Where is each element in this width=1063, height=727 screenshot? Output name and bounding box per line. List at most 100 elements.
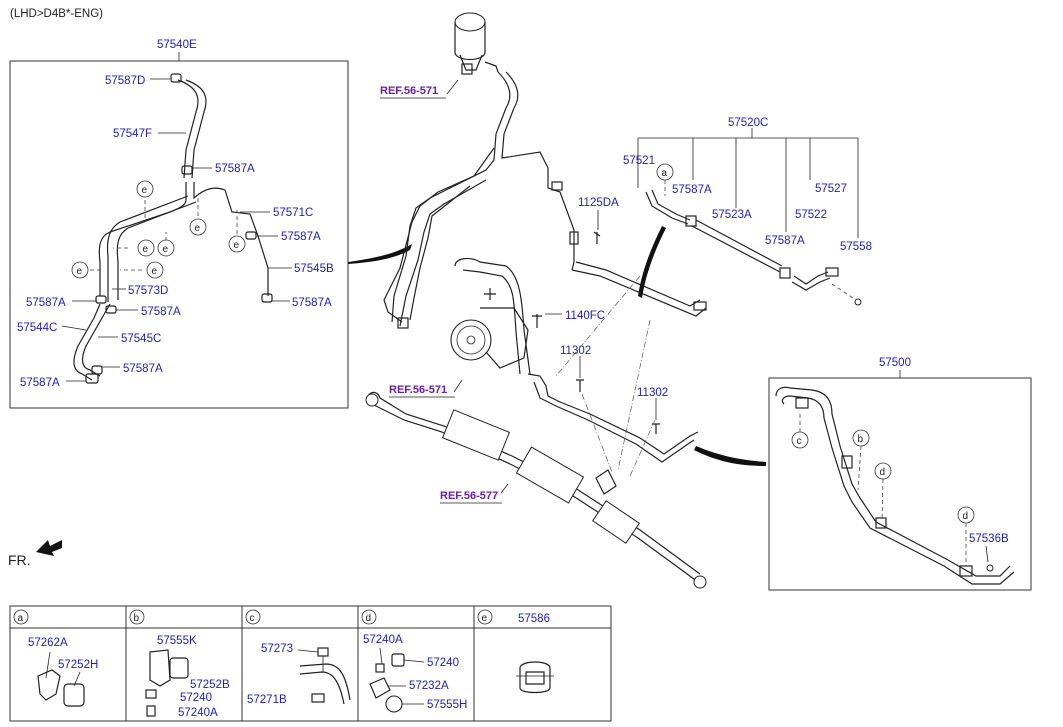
hose-group-57540E [73,73,273,384]
legend-d-drawing [369,647,425,713]
front-indicator-label: FR. [8,552,31,568]
svg-text:c: c [797,436,802,447]
legend-a-part-1[interactable]: 57262A [28,637,68,649]
part-label-57545C[interactable]: 57545C [121,333,161,345]
part-label-57523A[interactable]: 57523A [712,209,752,221]
svg-text:e: e [163,244,169,255]
pointer-wedge-right [694,446,766,466]
svg-text:e: e [482,613,488,624]
legend-d-part-2[interactable]: 57240 [427,657,459,669]
svg-text:a: a [662,168,668,179]
legend-e-drawing [516,661,554,694]
svg-text:d: d [880,467,886,478]
legend-c-drawing [297,647,351,705]
legend-callout-d: d [361,609,377,625]
ref-56-577[interactable]: REF.56-577 [440,490,498,502]
callout-e-5: e [157,239,175,257]
part-label-57587A-1[interactable]: 57587A [215,163,255,175]
legend-callout-b: b [129,609,145,625]
legend-b-part-4[interactable]: 57240A [178,707,218,719]
part-label-57540E[interactable]: 57540E [157,39,197,51]
legend-c-part-2[interactable]: 57271B [247,694,287,706]
front-arrow-icon [36,540,62,556]
part-label-11302-2[interactable]: 11302 [637,387,668,399]
part-label-1140FC[interactable]: 1140FC [565,310,605,322]
part-label-57527[interactable]: 57527 [815,183,847,195]
svg-text:d: d [366,613,372,624]
svg-text:e: e [234,240,240,251]
legend-d-part-4[interactable]: 57555H [427,699,467,711]
legend-b-part-2[interactable]: 57252B [190,679,230,691]
steering-rack [365,391,707,589]
part-label-57573D[interactable]: 57573D [128,285,168,297]
hose-57500 [775,386,1015,585]
part-label-57520C[interactable]: 57520C [728,117,768,129]
part-label-57544C[interactable]: 57544C [17,322,57,334]
svg-text:e: e [143,244,149,255]
part-label-57522[interactable]: 57522 [795,209,827,221]
part-label-57587A-3[interactable]: 57587A [292,297,332,309]
assembly-box-57500 [768,377,1032,591]
part-label-57587D[interactable]: 57587D [105,75,145,87]
svg-text:c: c [250,613,255,624]
callout-e-1: e [136,180,154,198]
part-label-57500[interactable]: 57500 [879,357,911,369]
legend-e-part-1[interactable]: 57586 [518,613,550,625]
part-label-1125DA[interactable]: 1125DA [578,197,619,209]
svg-text:a: a [18,613,24,624]
svg-text:b: b [134,613,140,624]
legend-b-part-1[interactable]: 57555K [157,635,197,647]
reservoir [454,12,499,75]
legend-callout-e: e [477,609,493,625]
part-label-57587A-6[interactable]: 57587A [123,363,163,375]
legend-d-part-1[interactable]: 57240A [363,634,403,646]
legend-c-part-1[interactable]: 57273 [261,643,293,655]
return-line-57520C [645,189,862,306]
legend-table [9,605,612,722]
part-label-57587A-4[interactable]: 57587A [26,297,66,309]
callout-a-top: a [656,163,674,181]
part-label-57521[interactable]: 57521 [623,155,655,167]
pressure-line [527,373,699,463]
legend-d-part-3[interactable]: 57232A [409,680,449,692]
center-hoses [383,71,707,329]
part-label-57587A-5[interactable]: 57587A [141,306,181,318]
ref-56-571-mid[interactable]: REF.56-571 [389,384,447,396]
callout-e-4: e [137,239,155,257]
pointer-wedge-left [348,244,412,264]
callout-d-2: d [957,506,975,524]
pointer-wedge-mid [638,226,666,298]
part-label-57587A-2[interactable]: 57587A [281,231,321,243]
svg-text:d: d [963,511,969,522]
part-label-57587A-9[interactable]: 57587A [765,235,805,247]
steering-pump [450,257,531,375]
callout-e-7: e [146,261,164,279]
callout-e-3: e [228,235,246,253]
svg-text:e: e [195,223,201,234]
callout-d-1: d [874,462,892,480]
ref-56-571-top[interactable]: REF.56-571 [380,85,438,97]
legend-b-drawing [145,649,189,717]
svg-text:b: b [858,434,864,445]
svg-text:e: e [142,185,148,196]
legend-a-drawing [37,651,85,707]
callout-e-6: e [71,261,89,279]
svg-text:e: e [152,266,158,277]
callout-c: c [791,431,809,449]
part-label-57571C[interactable]: 57571C [273,207,313,219]
legend-a-part-2[interactable]: 57252H [58,659,98,671]
part-label-57545B[interactable]: 57545B [294,263,334,275]
part-label-57587A-7[interactable]: 57587A [20,377,60,389]
part-label-11302-1[interactable]: 11302 [560,345,591,357]
part-label-57587A-8[interactable]: 57587A [672,184,712,196]
callout-e-2: e [189,218,207,236]
callout-b: b [852,429,870,447]
legend-b-part-3[interactable]: 57240 [180,692,212,704]
part-label-57558[interactable]: 57558 [840,241,872,253]
variant-label: (LHD>D4B*-ENG) [10,8,103,20]
legend-callout-c: c [245,609,261,625]
part-label-57536B[interactable]: 57536B [969,533,1009,545]
part-label-57547F[interactable]: 57547F [113,128,152,140]
legend-callout-a: a [13,609,29,625]
